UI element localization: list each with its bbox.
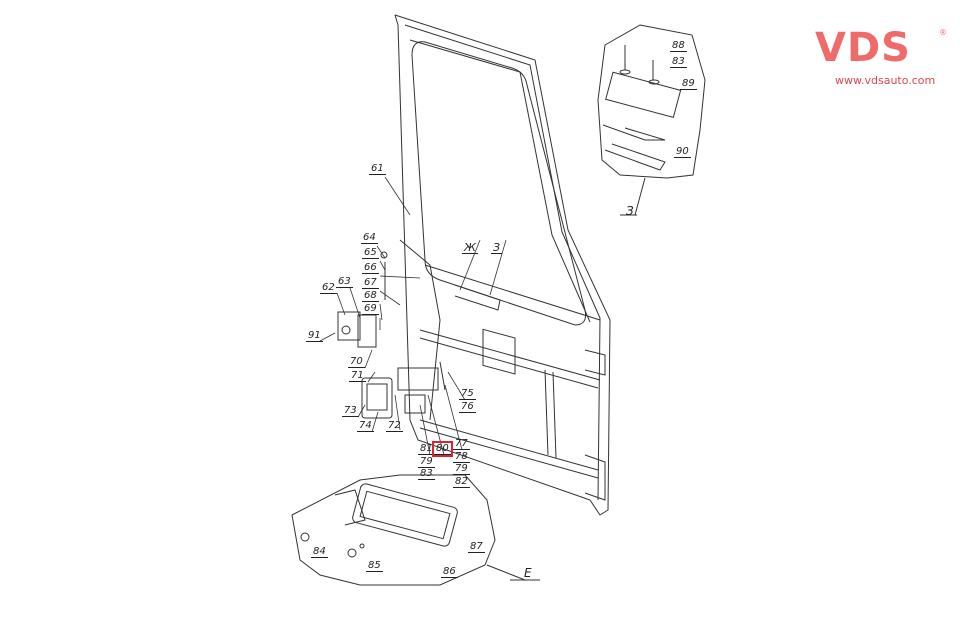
callout-62: 62 bbox=[320, 282, 337, 294]
callout-85: 85 bbox=[366, 560, 383, 572]
leader-lines bbox=[319, 176, 507, 456]
callout-65: 65 bbox=[362, 247, 379, 259]
callout-61: 61 bbox=[369, 163, 386, 175]
brand-url[interactable]: www.vdsauto.com bbox=[835, 74, 936, 87]
callout-73: 73 bbox=[342, 405, 359, 417]
lock-assembly bbox=[337, 251, 446, 419]
door-frame bbox=[394, 14, 611, 516]
callout-72: 72 bbox=[386, 420, 403, 432]
callout-90: 90 bbox=[674, 146, 691, 158]
callout-86: 86 bbox=[441, 566, 458, 578]
callout-79: 79 bbox=[453, 463, 470, 475]
callout-75: 75 bbox=[459, 388, 476, 400]
callout-71: 71 bbox=[349, 370, 366, 382]
callout-63: 63 bbox=[336, 276, 353, 288]
detail-label-z: З bbox=[626, 204, 634, 218]
callout-91: 91 bbox=[306, 330, 323, 342]
callout-68: 68 bbox=[362, 290, 379, 302]
callout-80-selected[interactable]: 80 bbox=[432, 441, 453, 457]
callout-78: 78 bbox=[453, 451, 470, 463]
callout-88: 88 bbox=[670, 40, 687, 52]
callout-84: 84 bbox=[311, 546, 328, 558]
callout-74: 74 bbox=[357, 420, 374, 432]
callout-81: 81 bbox=[418, 443, 435, 455]
detail-z-outline bbox=[597, 24, 706, 216]
callout-82: 82 bbox=[453, 476, 470, 488]
callout-66: 66 bbox=[362, 262, 379, 274]
callout-76: 76 bbox=[459, 401, 476, 413]
callout-89: 89 bbox=[680, 78, 697, 90]
callout-69: 69 bbox=[362, 303, 379, 315]
callout-79: 79 bbox=[418, 456, 435, 468]
callout-87: 87 bbox=[468, 541, 485, 553]
view-label-z: З bbox=[491, 241, 503, 254]
vds-logo: VDS ® www.vdsauto.com bbox=[815, 28, 950, 98]
callout-83: 83 bbox=[418, 468, 435, 480]
callout-77: 77 bbox=[453, 438, 470, 450]
view-label-zh: Ж bbox=[462, 241, 478, 254]
callout-64: 64 bbox=[361, 232, 378, 244]
callout-70: 70 bbox=[348, 356, 365, 368]
detail-e-outline bbox=[291, 474, 540, 586]
callout-67: 67 bbox=[362, 277, 379, 289]
detail-label-e: Е bbox=[524, 566, 532, 580]
callout-83: 83 bbox=[670, 56, 687, 68]
logo-text: VDS bbox=[815, 25, 911, 71]
registered-mark: ® bbox=[939, 28, 947, 37]
